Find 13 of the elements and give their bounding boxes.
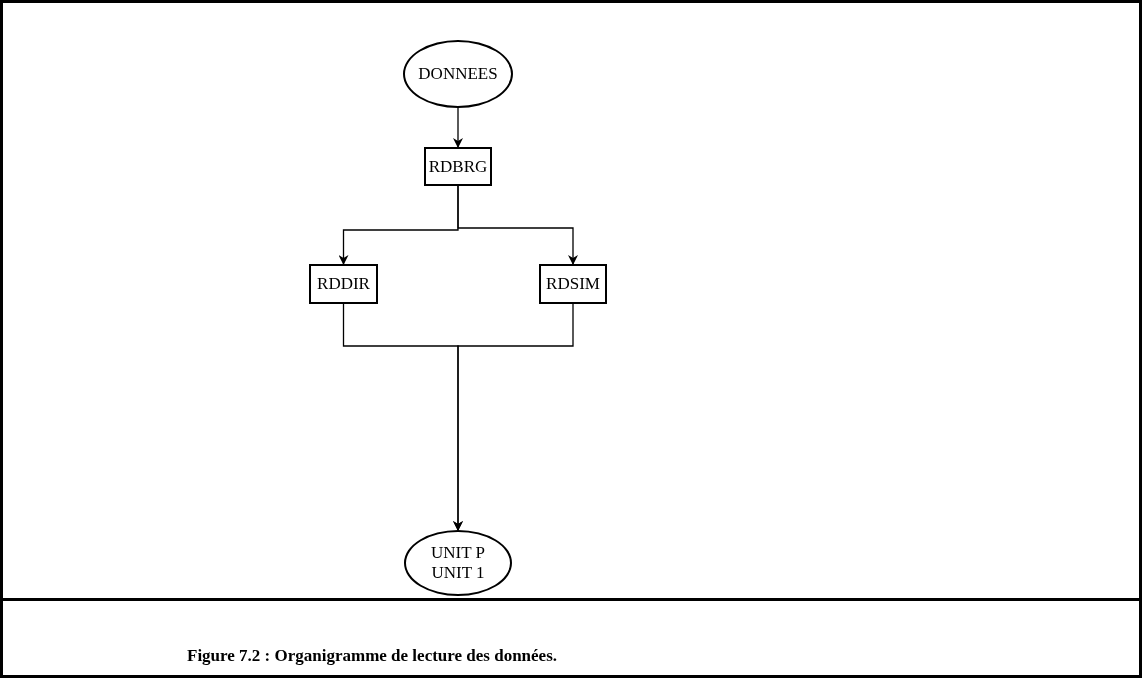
process-box [424, 147, 492, 186]
arrow [453, 303, 574, 531]
arrow [453, 107, 463, 148]
node-label: DONNEES [418, 64, 498, 84]
node-label: RDSIM [546, 274, 600, 294]
figure-caption: Figure 7.2 : Organigramme de lecture des données. [187, 645, 557, 667]
node-label: RDDIR [317, 274, 370, 294]
node-label: UNIT 1 [431, 563, 485, 583]
node-label: UNIT P [431, 543, 485, 563]
arrow [457, 185, 578, 265]
node-label: RDBRG [428, 156, 488, 177]
process-box [309, 264, 378, 304]
process-box [539, 264, 607, 304]
